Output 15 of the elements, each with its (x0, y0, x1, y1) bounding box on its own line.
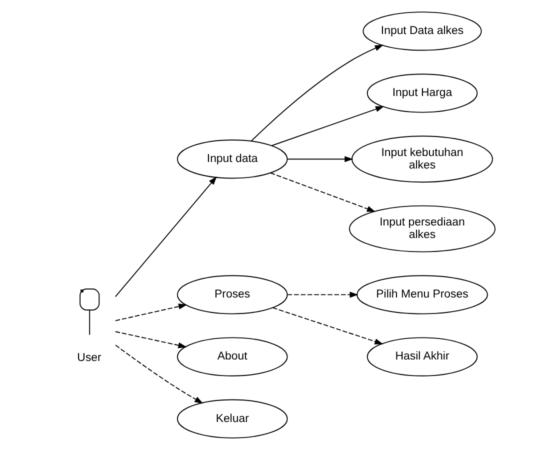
node-ellipse: Input kebutuhan alkes (352, 136, 493, 183)
node-ellipse: Keluar (176, 399, 288, 438)
arrow (114, 331, 187, 348)
node-ellipse: Pilih Menu Proses (356, 275, 488, 314)
arrow (272, 307, 384, 344)
arrow (286, 292, 358, 298)
arrow (270, 172, 376, 212)
arrow (115, 344, 204, 404)
arrow (271, 106, 384, 146)
arrow (114, 304, 188, 322)
arrow (250, 44, 384, 142)
node-ellipse: Input data (176, 140, 288, 179)
arrow (286, 156, 354, 162)
node-label: User (77, 352, 102, 364)
arrow (114, 176, 217, 298)
